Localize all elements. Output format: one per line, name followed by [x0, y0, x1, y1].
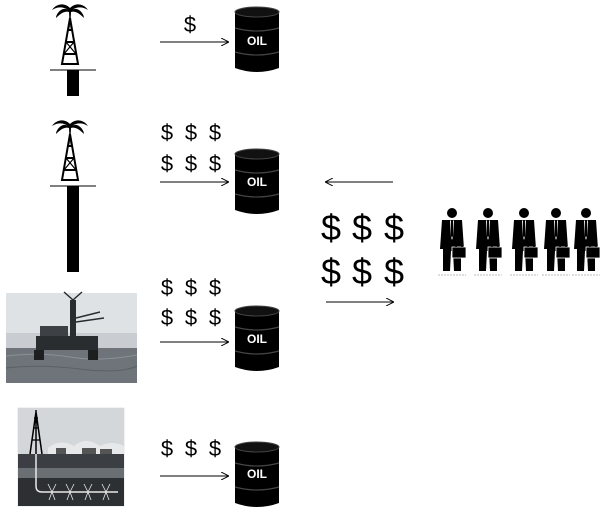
- dollar-group: $ $ $ $ $ $: [161, 275, 221, 330]
- dollar-sign: $: [321, 207, 341, 248]
- dollar-sign: $: [161, 305, 173, 330]
- oil-barrel: OIL: [234, 6, 280, 73]
- derrick-icon: [51, 3, 89, 65]
- investor-dollar-group: $ $ $ $ $ $: [321, 207, 404, 292]
- dollar-sign: $: [209, 275, 221, 300]
- dollar-sign: $: [352, 207, 372, 248]
- barrel-label: OIL: [247, 467, 267, 481]
- businessperson-icon: [473, 207, 503, 276]
- barrel-label: OIL: [247, 332, 267, 346]
- dollar-group: $ $ $: [161, 436, 221, 461]
- onshore-well-shallow: [50, 3, 96, 96]
- businessperson-icon: [571, 207, 601, 276]
- dollar-sign: $: [185, 120, 197, 145]
- well-bore: [67, 70, 79, 96]
- oil-barrel: OIL: [234, 305, 280, 372]
- onshore-well-deep: [50, 119, 96, 272]
- businessperson-icon: [437, 207, 467, 276]
- dollar-sign: $: [321, 251, 341, 292]
- dollar-sign: $: [384, 251, 404, 292]
- dollar-sign: $: [184, 12, 196, 37]
- dollar-group: $ $ $ $ $ $: [161, 120, 221, 176]
- dollar-sign: $: [209, 151, 221, 176]
- dollar-sign: $: [185, 305, 197, 330]
- barrel-label: OIL: [247, 34, 267, 48]
- dollar-sign: $: [161, 151, 173, 176]
- dollar-sign: $: [185, 436, 197, 461]
- well-bore: [67, 186, 79, 272]
- dollar-sign: $: [384, 207, 404, 248]
- dollar-sign: $: [209, 436, 221, 461]
- dollar-sign: $: [209, 120, 221, 145]
- dollar-sign: $: [209, 305, 221, 330]
- businessperson-icon: [541, 207, 571, 276]
- dollar-sign: $: [161, 275, 173, 300]
- dollar-sign: $: [185, 275, 197, 300]
- dollar-sign: $: [352, 251, 372, 292]
- shale-fracking-well-illustration: [17, 407, 125, 507]
- businessperson-icon: [509, 207, 539, 276]
- oil-barrel: OIL: [234, 148, 280, 215]
- dollar-sign: $: [185, 151, 197, 176]
- dollar-sign: $: [161, 120, 173, 145]
- derrick-icon: [51, 119, 89, 181]
- investors-group: [437, 207, 601, 276]
- oil-barrel: OIL: [234, 441, 280, 508]
- offshore-platform-photo: [5, 291, 138, 383]
- barrel-label: OIL: [247, 175, 267, 189]
- dollar-sign: $: [161, 436, 173, 461]
